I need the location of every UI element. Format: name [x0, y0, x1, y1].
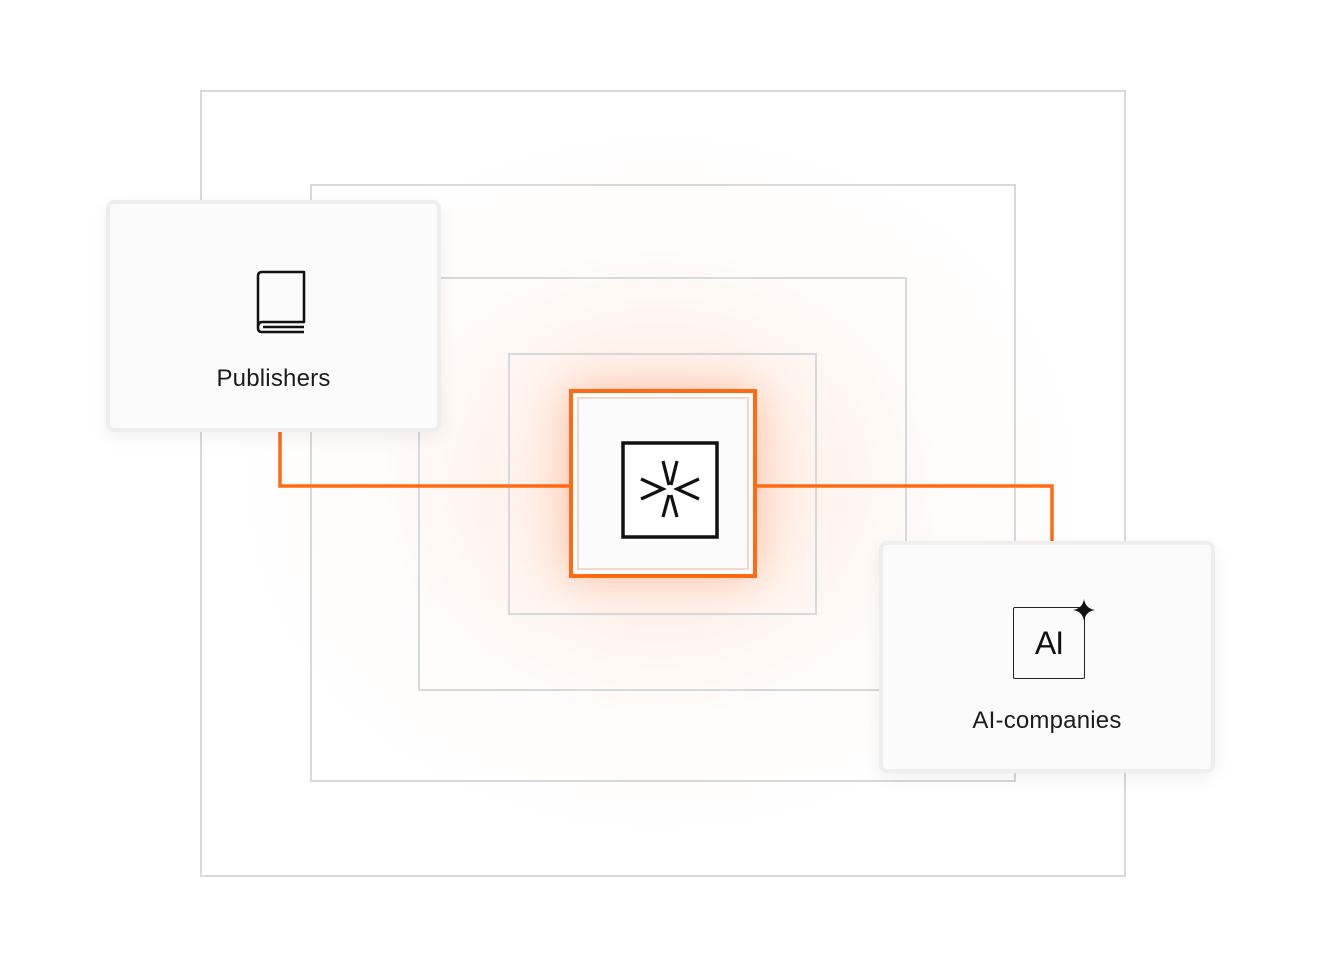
ai-sparkle-icon: AI — [1009, 599, 1099, 687]
asterisk-logo-icon — [621, 441, 719, 539]
ai-companies-label: AI-companies — [972, 707, 1122, 734]
ai-badge-text: AI — [1034, 624, 1064, 661]
book-icon — [256, 270, 306, 334]
outer-frame-1 — [200, 90, 1126, 877]
publishers-label: Publishers — [216, 365, 331, 392]
connector-hub-to-ai-companies — [755, 484, 1054, 543]
sparkle-icon — [1073, 599, 1095, 621]
outer-frame-4 — [508, 353, 817, 615]
publishers-card: Publishers — [106, 200, 441, 432]
hub-inner-panel — [577, 397, 749, 570]
ai-companies-card: AI AI-companies — [879, 541, 1215, 773]
hub-node — [569, 389, 757, 578]
outer-frame-3 — [418, 277, 907, 691]
connector-publishers-to-hub — [278, 430, 571, 488]
outer-frame-2 — [310, 184, 1016, 782]
ai-badge: AI — [1013, 607, 1085, 679]
